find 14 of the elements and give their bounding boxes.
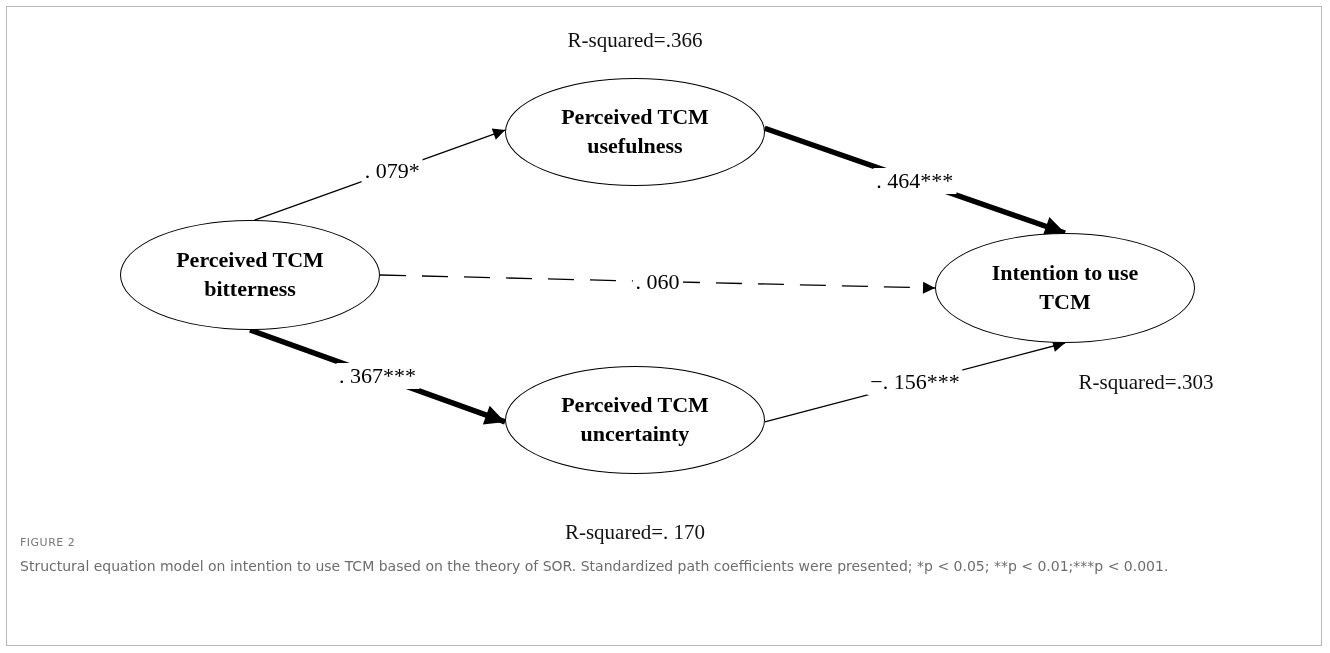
node-label: Intention to use TCM [990, 259, 1140, 316]
edge-label: . 367*** [336, 362, 420, 389]
node-label: Perceived TCM bitterness [175, 246, 325, 303]
node-label: Perceived TCM usefulness [560, 103, 710, 160]
figure-number: FIGURE 2 [20, 536, 76, 549]
edge-label: . 464*** [873, 167, 957, 194]
edge-label: . 079* [361, 157, 423, 184]
r-squared-label: R-squared=. 170 [564, 520, 706, 545]
edge-label: −. 156*** [867, 369, 963, 396]
figure-caption: Structural equation model on intention to use TCM based on the theory of SOR. Standardized path coefficients were presented; *p < 0.05; **p < 0.01;***p < 0.001. [20, 557, 1170, 576]
dashed-arrow [379, 274, 936, 294]
r-squared-label: R-squared=.303 [1078, 370, 1214, 395]
r-squared-label: R-squared=.366 [567, 28, 703, 53]
node-label: Perceived TCM uncertainty [560, 391, 710, 448]
